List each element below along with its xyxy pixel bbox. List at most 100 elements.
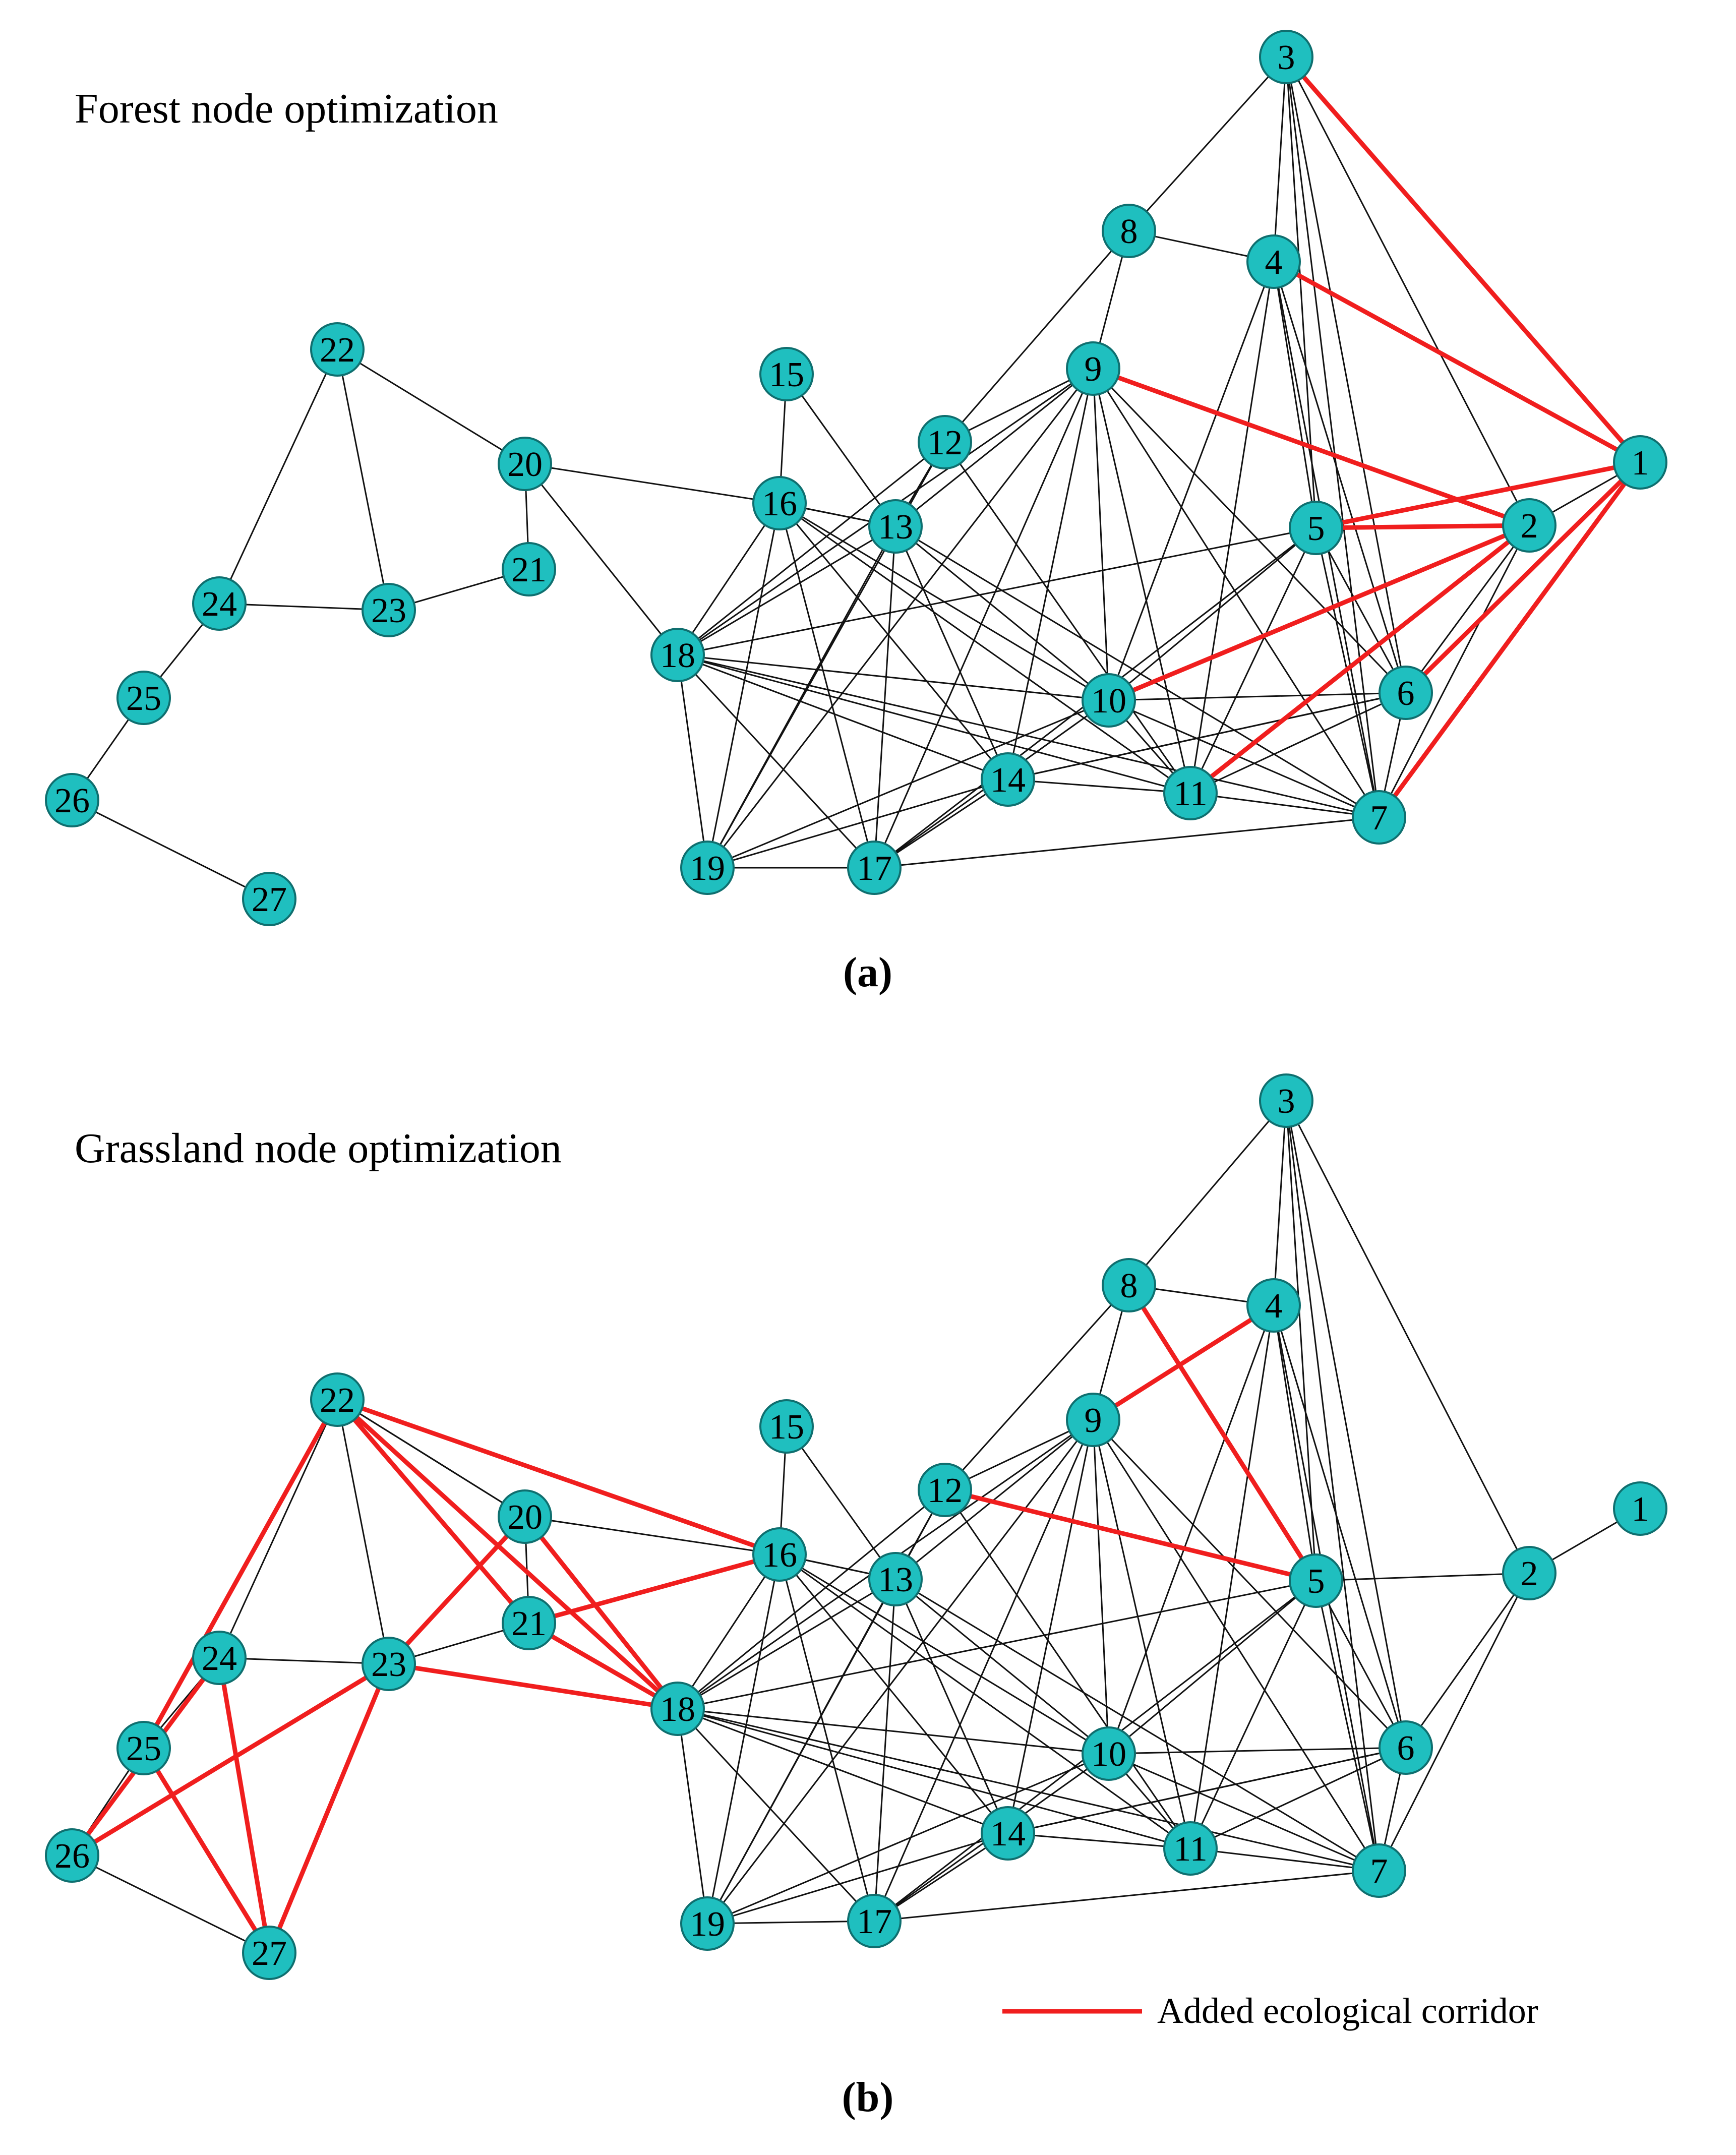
node-6: 6 bbox=[1379, 1720, 1433, 1775]
edge-4-10 bbox=[1108, 261, 1275, 701]
node-25: 25 bbox=[116, 671, 171, 725]
node-circle-21 bbox=[502, 542, 556, 596]
node-circle-6 bbox=[1379, 666, 1433, 720]
edge-3-4 bbox=[1273, 56, 1287, 262]
node-7: 7 bbox=[1352, 790, 1406, 845]
node-circle-26 bbox=[45, 773, 99, 827]
edge-18-7 bbox=[677, 1708, 1380, 1872]
node-10: 10 bbox=[1082, 1726, 1136, 1781]
node-18: 18 bbox=[650, 628, 705, 682]
node-13: 13 bbox=[868, 1552, 923, 1606]
node-circle-11 bbox=[1163, 1821, 1218, 1876]
node-label-11: 11 bbox=[1173, 1830, 1207, 1869]
edge-19-10 bbox=[707, 699, 1109, 869]
edge-12-18 bbox=[677, 441, 945, 656]
edge-10-7 bbox=[1108, 1753, 1380, 1872]
node-circle-3 bbox=[1259, 1073, 1313, 1128]
node-label-1: 1 bbox=[1632, 1490, 1649, 1529]
node-label-26: 26 bbox=[54, 1837, 90, 1876]
edge-4-11 bbox=[1189, 261, 1275, 794]
edge-5-10 bbox=[1108, 1580, 1316, 1755]
node-label-19: 19 bbox=[690, 1905, 725, 1944]
node-label-14: 14 bbox=[990, 761, 1026, 800]
node-circle-15 bbox=[759, 1399, 814, 1454]
node-label-18: 18 bbox=[660, 636, 695, 675]
added-corridor-5-1 bbox=[1315, 460, 1641, 530]
edge-9-7 bbox=[1092, 368, 1380, 818]
node-6: 6 bbox=[1379, 666, 1433, 720]
node-circle-14 bbox=[981, 752, 1035, 807]
node-label-15: 15 bbox=[769, 355, 804, 394]
node-22: 22 bbox=[310, 1372, 365, 1427]
edge-19-14 bbox=[707, 1832, 1008, 1925]
panel-a-edges bbox=[71, 56, 1641, 900]
edge-18-17 bbox=[677, 654, 875, 869]
edge-6-10 bbox=[1108, 692, 1406, 701]
edge-5-6 bbox=[1315, 1580, 1407, 1748]
node-circle-6 bbox=[1379, 1720, 1433, 1775]
node-circle-10 bbox=[1082, 1726, 1136, 1781]
node-circle-24 bbox=[192, 1631, 247, 1685]
edge-12-11 bbox=[944, 442, 1191, 794]
added-corridor-4-1 bbox=[1272, 260, 1642, 464]
node-7: 7 bbox=[1352, 1843, 1406, 1898]
edge-16-11 bbox=[779, 1553, 1191, 1849]
added-corridor-9-4 bbox=[1092, 1303, 1275, 1422]
edge-11-7 bbox=[1190, 792, 1380, 818]
node-label-23: 23 bbox=[371, 591, 406, 630]
panel-b-added-edges bbox=[70, 1284, 1318, 1954]
edge-4-6 bbox=[1273, 1305, 1407, 1748]
node-8: 8 bbox=[1102, 204, 1156, 258]
edge-18-19 bbox=[677, 1708, 708, 1924]
edge-6-11 bbox=[1190, 692, 1406, 794]
edge-3-5 bbox=[1285, 56, 1317, 528]
edge-16-19 bbox=[706, 1554, 781, 1924]
node-15: 15 bbox=[759, 1399, 814, 1454]
edge-13-19 bbox=[706, 1579, 896, 1924]
edge-16-18 bbox=[677, 503, 781, 655]
edge-3-2 bbox=[1285, 1100, 1530, 1574]
edge-4-5 bbox=[1273, 1305, 1317, 1581]
edge-20-22 bbox=[337, 348, 525, 465]
added-corridor-9-2 bbox=[1092, 366, 1530, 528]
added-corridor-20-23 bbox=[387, 1515, 527, 1666]
edge-16-14 bbox=[779, 1554, 1009, 1834]
node-circle-27 bbox=[242, 872, 296, 926]
edge-5-11 bbox=[1189, 1580, 1317, 1849]
edge-9-7 bbox=[1092, 1419, 1380, 1871]
node-label-24: 24 bbox=[202, 585, 237, 624]
edge-17-7 bbox=[874, 1870, 1380, 1922]
node-label-16: 16 bbox=[762, 1536, 797, 1575]
edge-8-12 bbox=[944, 230, 1130, 443]
edge-5-10 bbox=[1108, 527, 1316, 701]
node-circle-26 bbox=[45, 1828, 99, 1883]
legend-added-corridor-label: Added ecological corridor bbox=[1157, 1991, 1538, 2031]
node-label-19: 19 bbox=[690, 849, 725, 888]
node-3: 3 bbox=[1259, 30, 1313, 84]
added-corridor-24-27 bbox=[217, 1657, 272, 1953]
node-label-22: 22 bbox=[320, 331, 355, 370]
edge-4-10 bbox=[1108, 1305, 1275, 1754]
node-circle-16 bbox=[752, 1527, 807, 1582]
node-circle-23 bbox=[362, 583, 416, 637]
edge-9-6 bbox=[1092, 368, 1407, 694]
edge-13-10 bbox=[895, 525, 1109, 701]
edge-9-10 bbox=[1092, 1419, 1110, 1754]
node-label-7: 7 bbox=[1370, 799, 1388, 837]
node-circle-7 bbox=[1352, 1843, 1406, 1898]
node-circle-17 bbox=[847, 1894, 902, 1948]
node-circle-1 bbox=[1613, 435, 1667, 490]
node-label-3: 3 bbox=[1278, 1082, 1295, 1121]
node-label-12: 12 bbox=[927, 424, 963, 462]
edge-11-7 bbox=[1190, 1847, 1380, 1872]
node-circle-11 bbox=[1163, 766, 1218, 820]
edge-2-7 bbox=[1378, 525, 1530, 818]
edge-19-14 bbox=[707, 779, 1008, 869]
node-15: 15 bbox=[759, 347, 814, 401]
node-label-4: 4 bbox=[1265, 243, 1283, 282]
added-corridor-7-1 bbox=[1377, 461, 1642, 819]
added-corridor-25-27 bbox=[142, 1747, 271, 1954]
edge-20-16 bbox=[524, 463, 780, 504]
node-label-27: 27 bbox=[252, 880, 287, 919]
edge-9-10 bbox=[1092, 368, 1110, 701]
